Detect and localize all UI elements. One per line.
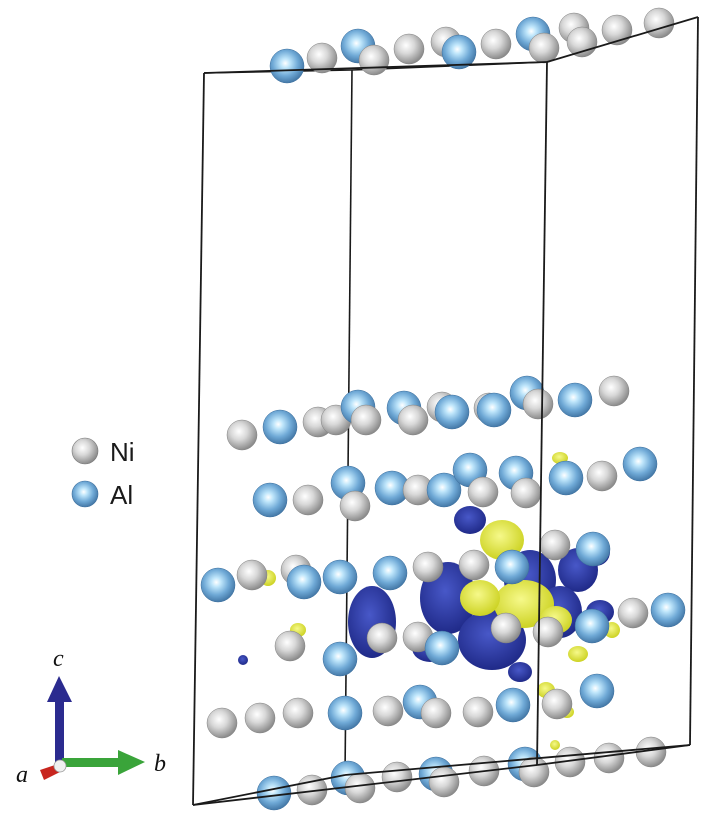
al-atom (548, 460, 584, 496)
al-atom (579, 673, 615, 709)
legend-label-ni: Ni (110, 437, 135, 467)
ni-atom (292, 484, 324, 516)
ni-atom (372, 695, 404, 727)
ni-atom (344, 772, 376, 804)
al-atom (434, 394, 470, 430)
axis-c-arrow (47, 676, 72, 766)
al-atom (262, 409, 298, 445)
ni-atom (458, 549, 490, 581)
al-atom (269, 48, 305, 84)
ni-atom (586, 460, 618, 492)
legend: Ni Al (71, 437, 135, 510)
ni-atom (412, 551, 444, 583)
unit-cell-front-edges (192, 16, 699, 806)
ni-atom (617, 597, 649, 629)
al-atom (650, 592, 686, 628)
al-atom (574, 608, 610, 644)
ni-atom (350, 404, 382, 436)
al-atom (557, 382, 593, 418)
axis-triad: c b a (16, 646, 166, 788)
ni-atom (510, 477, 542, 509)
depletion-lobe (238, 655, 248, 665)
depletion-lobe (508, 662, 532, 682)
axis-label-b: b (154, 751, 166, 777)
al-atom (256, 775, 292, 811)
ni-atom (381, 761, 413, 793)
atom-layer (200, 7, 686, 811)
al-atom (372, 555, 408, 591)
ni-atom (358, 44, 390, 76)
al-atom (441, 34, 477, 70)
al-atom (327, 695, 363, 731)
ni-atom (206, 707, 238, 739)
ni-atom (467, 476, 499, 508)
ni-atom (282, 697, 314, 729)
ni-atom (541, 688, 573, 720)
al-atom (322, 641, 358, 677)
ni-atom (480, 28, 512, 60)
ni-atom (522, 388, 554, 420)
accumulation-lobe (550, 740, 560, 750)
ni-atom (244, 702, 276, 734)
al-atom (424, 630, 460, 666)
al-atom (252, 482, 288, 518)
al-atom (622, 446, 658, 482)
ni-atom (366, 622, 398, 654)
al-atom (476, 392, 512, 428)
ni-atom (420, 697, 452, 729)
ni-atom (539, 529, 571, 561)
al-atom (495, 687, 531, 723)
ni-atom (518, 756, 550, 788)
ni-atom (306, 42, 338, 74)
al-atom (200, 567, 236, 603)
axis-label-a: a (16, 762, 28, 788)
al-atom (426, 472, 462, 508)
al-atom (286, 564, 322, 600)
ni-atom (532, 616, 564, 648)
accumulation-lobe (460, 580, 500, 616)
ni-atom (643, 7, 675, 39)
al-atom (575, 531, 611, 567)
ni-atom (462, 696, 494, 728)
al-atom-icon (71, 480, 99, 508)
ni-atom (339, 490, 371, 522)
ni-atom (393, 33, 425, 65)
accumulation-lobe (568, 646, 588, 662)
ni-atom (593, 742, 625, 774)
axis-a-arrow (40, 759, 67, 780)
ni-atom (528, 32, 560, 64)
ni-atom (236, 559, 268, 591)
ni-atom (226, 419, 258, 451)
al-atom (322, 559, 358, 595)
legend-label-al: Al (110, 480, 133, 510)
ni-atom (490, 612, 522, 644)
ni-atom (601, 14, 633, 46)
ni-atom (428, 766, 460, 798)
ni-atom (397, 404, 429, 436)
ni-atom-icon (71, 437, 99, 465)
ni-atom (598, 375, 630, 407)
al-atom (494, 549, 530, 585)
legend-item-al: Al (71, 480, 133, 510)
legend-item-ni: Ni (71, 437, 135, 467)
axis-b-arrow (62, 750, 145, 775)
ni-atom (274, 630, 306, 662)
axis-label-c: c (53, 646, 64, 672)
depletion-lobe (454, 506, 486, 534)
